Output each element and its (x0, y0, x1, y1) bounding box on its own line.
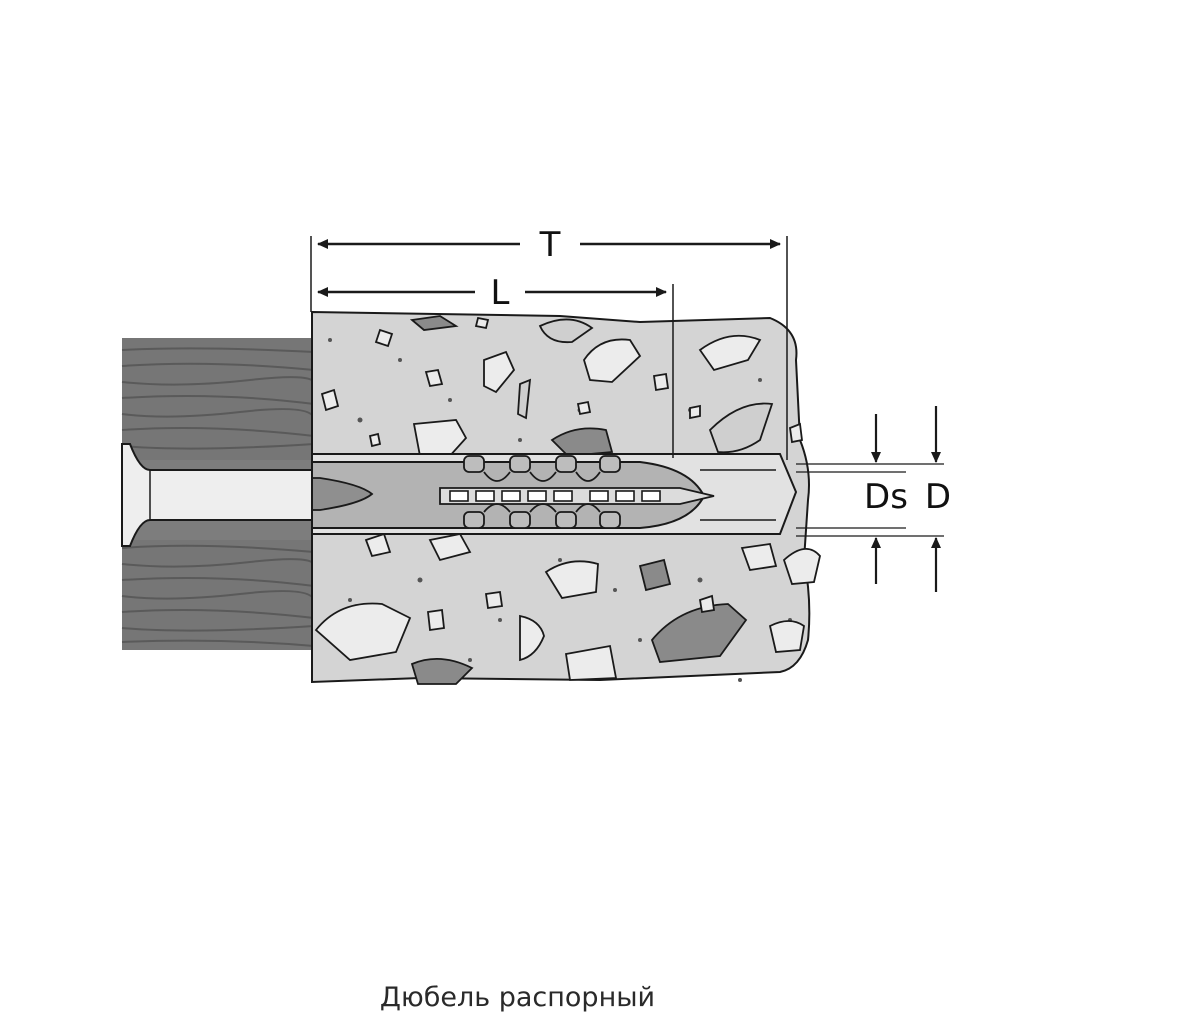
dimension-l: L (317, 273, 674, 458)
dimension-diameters: Ds D (796, 406, 951, 592)
dimension-l-label: L (491, 273, 510, 313)
dowel-diagram: T L Ds D (121, 225, 951, 685)
caption: Дюбель распорный (379, 982, 656, 1013)
dimension-ds-label: Ds (864, 477, 908, 517)
screw-head (121, 443, 313, 547)
dimension-t: T (310, 225, 788, 460)
dimension-t-label: T (539, 225, 561, 265)
dimension-d-label: D (925, 477, 951, 517)
dowel (299, 455, 715, 529)
